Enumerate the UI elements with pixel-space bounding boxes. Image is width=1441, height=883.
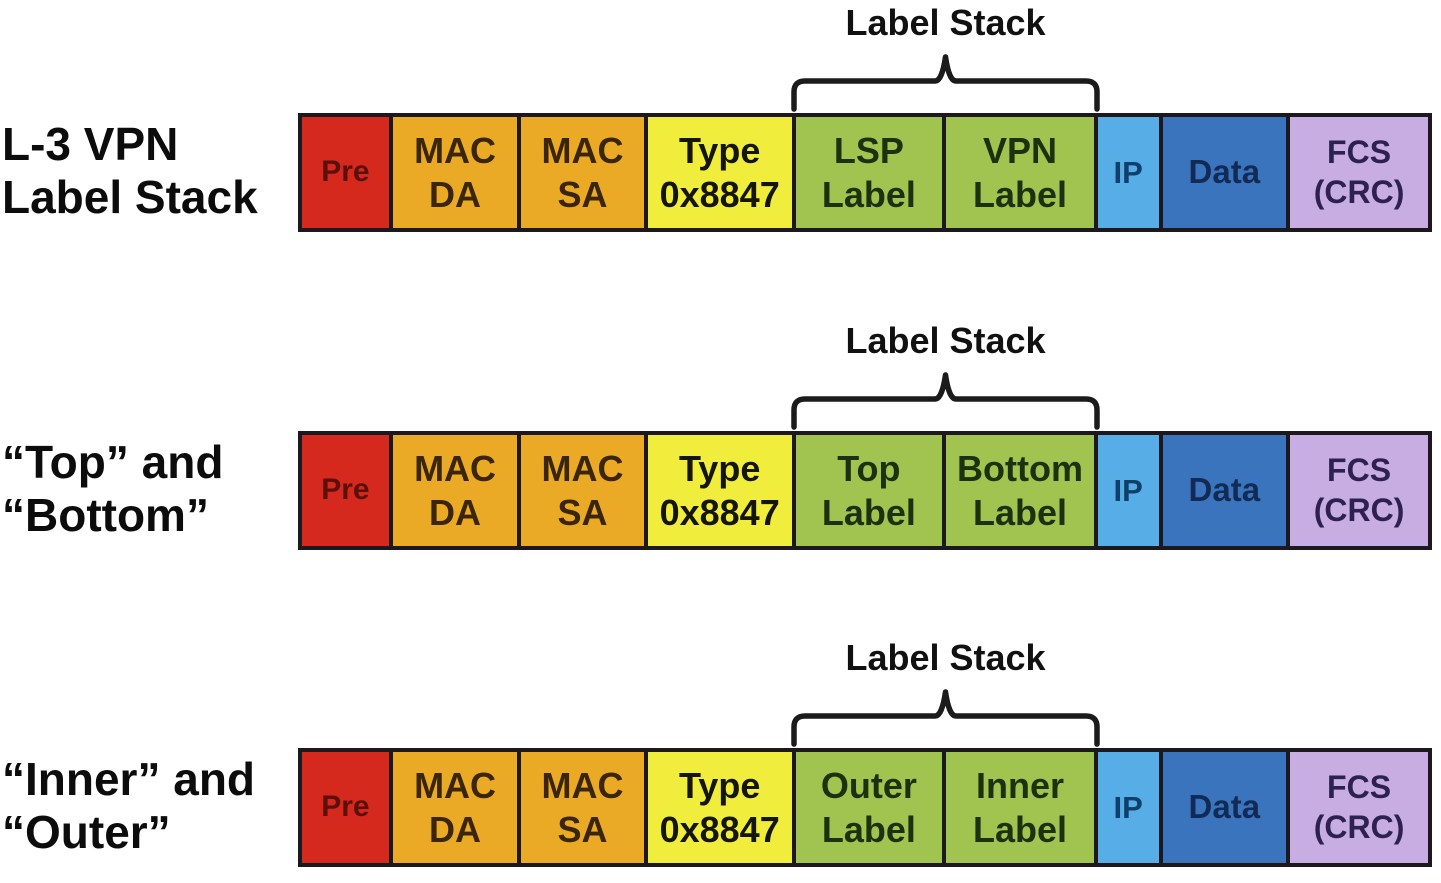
field-label: Inner <box>975 764 1064 806</box>
field-ip: IP <box>1097 752 1163 863</box>
field-label: Top <box>837 447 901 489</box>
field-ip: IP <box>1097 435 1163 546</box>
field-label: SA <box>557 173 608 215</box>
field-mac-sa: MAC SA <box>521 117 648 228</box>
field-ethertype: Type 0x8847 <box>647 752 796 863</box>
field-label: 0x8847 <box>659 173 780 215</box>
field-top-label: Top Label <box>795 435 947 546</box>
label-stack-title: Label Stack <box>845 2 1046 43</box>
field-label: Data <box>1188 788 1261 826</box>
field-label: Type <box>678 764 761 806</box>
field-label: SA <box>557 808 608 850</box>
field-label: DA <box>429 491 482 533</box>
field-ethertype: Type 0x8847 <box>647 435 796 546</box>
field-label: (CRC) <box>1313 173 1405 210</box>
caption-line: “Inner” and <box>2 752 256 805</box>
label-stack-title: Label Stack <box>845 320 1046 361</box>
row-inner-outer: Label Stack “Inner” and “Outer” Pre MAC … <box>0 635 1441 883</box>
field-mac-da: MAC DA <box>392 435 522 546</box>
caption-line: “Bottom” <box>2 489 209 541</box>
field-data: Data <box>1162 752 1291 863</box>
field-pre: Pre <box>302 117 393 228</box>
field-fcs: FCS (CRC) <box>1290 117 1429 228</box>
field-label: IP <box>1113 789 1143 825</box>
field-mac-sa: MAC SA <box>521 752 648 863</box>
field-label: Pre <box>321 790 370 824</box>
caption-line: Label Stack <box>2 171 258 223</box>
field-data: Data <box>1162 117 1291 228</box>
field-label: (CRC) <box>1313 491 1405 528</box>
field-inner-label: Inner Label <box>946 752 1098 863</box>
row-top-bottom: Label Stack “Top” and “Bottom” Pre MAC D… <box>0 318 1441 566</box>
field-mac-sa: MAC SA <box>521 435 648 546</box>
label-stack-brace-icon <box>791 54 1100 112</box>
caption-line: “Outer” <box>2 806 171 858</box>
row-caption-inner-outer: “Inner” and “Outer” <box>2 743 294 869</box>
field-data: Data <box>1162 435 1291 546</box>
field-bottom-label: Bottom Label <box>946 435 1098 546</box>
field-pre: Pre <box>302 752 393 863</box>
field-fcs: FCS (CRC) <box>1290 752 1429 863</box>
field-ethertype: Type 0x8847 <box>647 117 796 228</box>
field-label: IP <box>1113 154 1143 190</box>
field-label: DA <box>429 173 482 215</box>
caption-line: “Top” and <box>2 435 224 488</box>
field-label: Bottom <box>957 447 1083 489</box>
field-label: Label <box>972 491 1067 533</box>
field-label: MAC <box>541 764 624 806</box>
field-label: Label <box>821 808 916 850</box>
field-label: Data <box>1188 153 1261 191</box>
field-lsp-label: LSP Label <box>795 117 947 228</box>
field-label: FCS <box>1327 452 1392 489</box>
packet-bar-inner-outer: Pre MAC DA MAC SA Type 0x8847 Outer Labe… <box>298 748 1432 867</box>
field-pre: Pre <box>302 435 393 546</box>
field-label: FCS <box>1327 769 1392 806</box>
field-ip: IP <box>1097 117 1163 228</box>
field-label: Type <box>678 129 761 171</box>
field-label: VPN <box>982 129 1057 171</box>
row-l3vpn: Label Stack L-3 VPN Label Stack Pre MAC … <box>0 0 1441 248</box>
field-mac-da: MAC DA <box>392 117 522 228</box>
field-label: SA <box>557 491 608 533</box>
field-label: MAC <box>414 129 497 171</box>
field-label: MAC <box>541 447 624 489</box>
field-label: 0x8847 <box>659 491 780 533</box>
packet-bar-l3vpn: Pre MAC DA MAC SA Type 0x8847 LSP Label … <box>298 113 1432 232</box>
label-stack-brace-icon <box>791 372 1100 430</box>
field-label: Type <box>678 447 761 489</box>
packet-bar-top-bottom: Pre MAC DA MAC SA Type 0x8847 Top Label … <box>298 431 1432 550</box>
field-label: MAC <box>541 129 624 171</box>
field-label: Label <box>972 173 1067 215</box>
field-label: Label <box>972 808 1067 850</box>
field-label: Label <box>821 491 916 533</box>
field-vpn-label: VPN Label <box>946 117 1098 228</box>
caption-line: L-3 VPN <box>2 117 179 170</box>
field-label: Pre <box>321 155 370 189</box>
field-label: (CRC) <box>1313 808 1405 845</box>
field-label: Pre <box>321 473 370 507</box>
row-caption-top-bottom: “Top” and “Bottom” <box>2 426 294 552</box>
field-label: FCS <box>1327 134 1392 171</box>
row-caption-l3vpn: L-3 VPN Label Stack <box>2 108 294 234</box>
field-label: LSP <box>833 129 904 171</box>
field-label: IP <box>1113 472 1143 508</box>
field-label: 0x8847 <box>659 808 780 850</box>
field-outer-label: Outer Label <box>795 752 947 863</box>
field-label: MAC <box>414 447 497 489</box>
label-stack-brace-icon <box>791 689 1100 747</box>
field-label: Data <box>1188 471 1261 509</box>
field-mac-da: MAC DA <box>392 752 522 863</box>
field-label: MAC <box>414 764 497 806</box>
field-label: DA <box>429 808 482 850</box>
field-label: Outer <box>820 764 917 806</box>
field-fcs: FCS (CRC) <box>1290 435 1429 546</box>
field-label: Label <box>821 173 916 215</box>
label-stack-title: Label Stack <box>845 637 1046 678</box>
